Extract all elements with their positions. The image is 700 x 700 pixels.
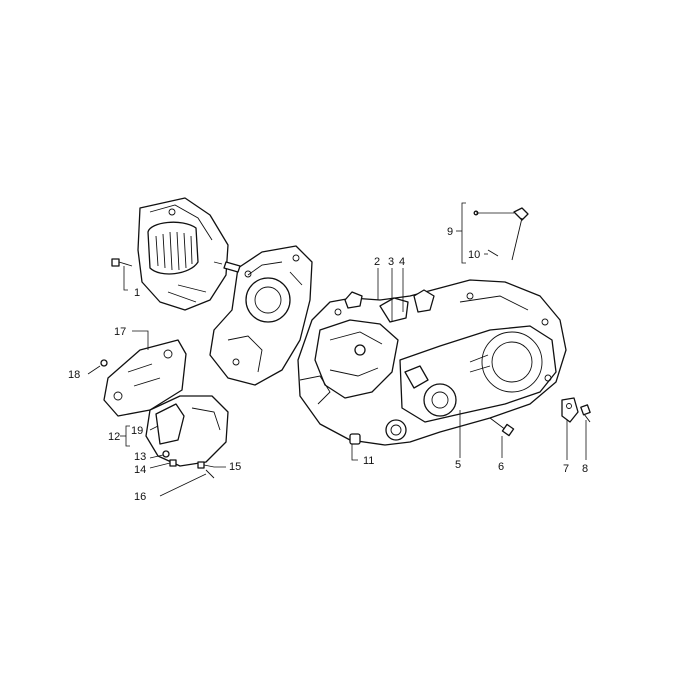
main-crankcase <box>297 279 567 446</box>
washer-13 <box>162 450 170 458</box>
dowel-11 <box>349 433 361 445</box>
callout-18: 18 <box>68 369 80 381</box>
dipstick-9 <box>473 207 529 261</box>
callout-9: 9 <box>447 226 453 238</box>
callout-17: 17 <box>114 326 126 338</box>
callout-19: 19 <box>131 425 143 437</box>
callout-8: 8 <box>582 463 588 475</box>
callout-labels: 1 2 3 4 5 6 7 8 9 10 11 12 13 14 15 16 1… <box>68 226 588 503</box>
callout-11: 11 <box>363 455 374 467</box>
callout-2: 2 <box>374 256 380 268</box>
o-ring-10 <box>487 249 499 257</box>
screw-15 <box>197 461 205 469</box>
callout-7: 7 <box>563 463 569 475</box>
callout-13: 13 <box>134 451 146 463</box>
callout-14: 14 <box>134 464 146 476</box>
callout-16: 16 <box>134 491 146 503</box>
screw-16 <box>205 469 215 479</box>
bracket-7 <box>561 397 579 423</box>
flywheel-cover-12 <box>145 395 229 467</box>
cover-plate-17 <box>103 339 187 417</box>
fan-shroud <box>137 197 229 311</box>
bolt-6 <box>489 417 515 437</box>
callout-3: 3 <box>388 256 394 268</box>
callout-1: 1 <box>134 287 140 299</box>
screw-8 <box>580 404 591 423</box>
crankcase-half-left <box>209 245 313 386</box>
nut-14 <box>169 459 177 467</box>
callout-10: 10 <box>468 249 480 261</box>
leader-lines <box>87 202 587 497</box>
clip-18 <box>100 359 108 367</box>
callout-15: 15 <box>229 461 241 473</box>
callout-5: 5 <box>455 459 461 471</box>
callout-12: 12 <box>108 431 120 443</box>
screw-1 <box>111 258 133 267</box>
callout-6: 6 <box>498 461 504 473</box>
callout-4: 4 <box>399 256 405 268</box>
